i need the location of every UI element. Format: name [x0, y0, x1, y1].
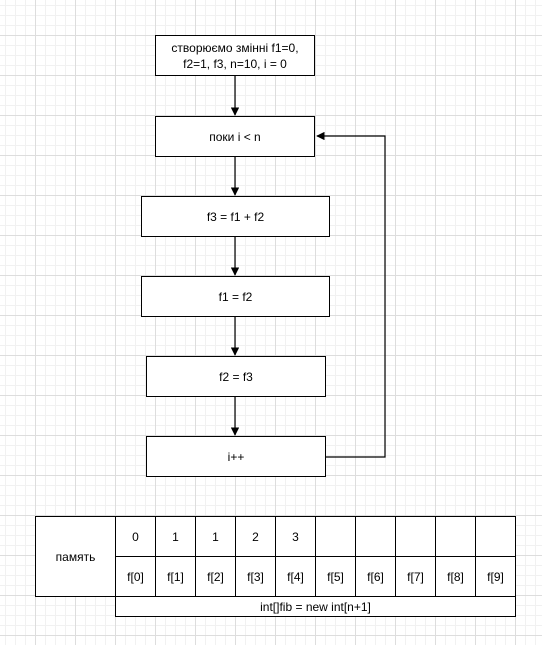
init-variables-box[interactable]: створюємо змінні f1=0, f2=1, f3, n=10, i… — [155, 35, 315, 76]
declaration-text: int[]fib = new int[n+1] — [260, 599, 371, 614]
loop-condition-text: поки i < n — [209, 129, 261, 144]
memory-index-cell: f[3] — [235, 556, 276, 597]
memory-value-cell — [315, 516, 356, 557]
memory-index-cell: f[7] — [395, 556, 436, 597]
step-f3-text: f3 = f1 + f2 — [206, 209, 265, 224]
memory-index-text: f[4] — [287, 569, 304, 584]
declaration-cell: int[]fib = new int[n+1] — [115, 596, 516, 617]
memory-value-text: 1 — [212, 529, 219, 544]
memory-index-text: f[0] — [127, 569, 144, 584]
memory-value-cell — [355, 516, 396, 557]
step-f2-box[interactable]: f2 = f3 — [146, 356, 326, 397]
step-f1-box[interactable]: f1 = f2 — [141, 276, 330, 317]
memory-index-text: f[2] — [207, 569, 224, 584]
arrow-loop-back — [316, 131, 386, 458]
memory-index-cell: f[2] — [195, 556, 236, 597]
loop-condition-box[interactable]: поки i < n — [155, 116, 315, 157]
memory-value-text: 3 — [292, 529, 299, 544]
memory-row-label: память — [35, 516, 116, 597]
memory-index-text: f[7] — [407, 569, 424, 584]
step-f2-text: f2 = f3 — [219, 369, 253, 384]
memory-index-text: f[1] — [167, 569, 184, 584]
memory-index-cell: f[1] — [155, 556, 196, 597]
memory-index-cell: f[6] — [355, 556, 396, 597]
memory-index-cell: f[4] — [275, 556, 316, 597]
step-f3-box[interactable]: f3 = f1 + f2 — [141, 196, 330, 237]
memory-value-cell — [435, 516, 476, 557]
memory-index-cell: f[5] — [315, 556, 356, 597]
step-f1-text: f1 = f2 — [218, 289, 253, 304]
increment-box[interactable]: i++ — [146, 436, 326, 477]
memory-index-text: f[3] — [247, 569, 264, 584]
memory-value-cell: 3 — [275, 516, 316, 557]
increment-text: i++ — [227, 449, 245, 464]
memory-value-cell: 1 — [155, 516, 196, 557]
memory-row-label-text: память — [55, 549, 96, 564]
memory-value-text: 0 — [132, 529, 139, 544]
memory-index-cell: f[8] — [435, 556, 476, 597]
memory-value-cell: 0 — [115, 516, 156, 557]
memory-value-cell — [475, 516, 516, 557]
memory-index-text: f[8] — [447, 569, 464, 584]
memory-index-cell: f[0] — [115, 556, 156, 597]
memory-index-text: f[5] — [327, 569, 344, 584]
memory-value-cell: 1 — [195, 516, 236, 557]
memory-index-text: f[9] — [487, 569, 504, 584]
memory-value-cell: 2 — [235, 516, 276, 557]
memory-index-text: f[6] — [367, 569, 384, 584]
init-line-2: f2=1, f3, n=10, i = 0 — [183, 56, 287, 71]
memory-value-text: 1 — [172, 529, 179, 544]
memory-value-cell — [395, 516, 436, 557]
memory-index-cell: f[9] — [475, 556, 516, 597]
init-line-1: створюємо змінні f1=0, — [171, 40, 299, 55]
memory-value-text: 2 — [252, 529, 259, 544]
